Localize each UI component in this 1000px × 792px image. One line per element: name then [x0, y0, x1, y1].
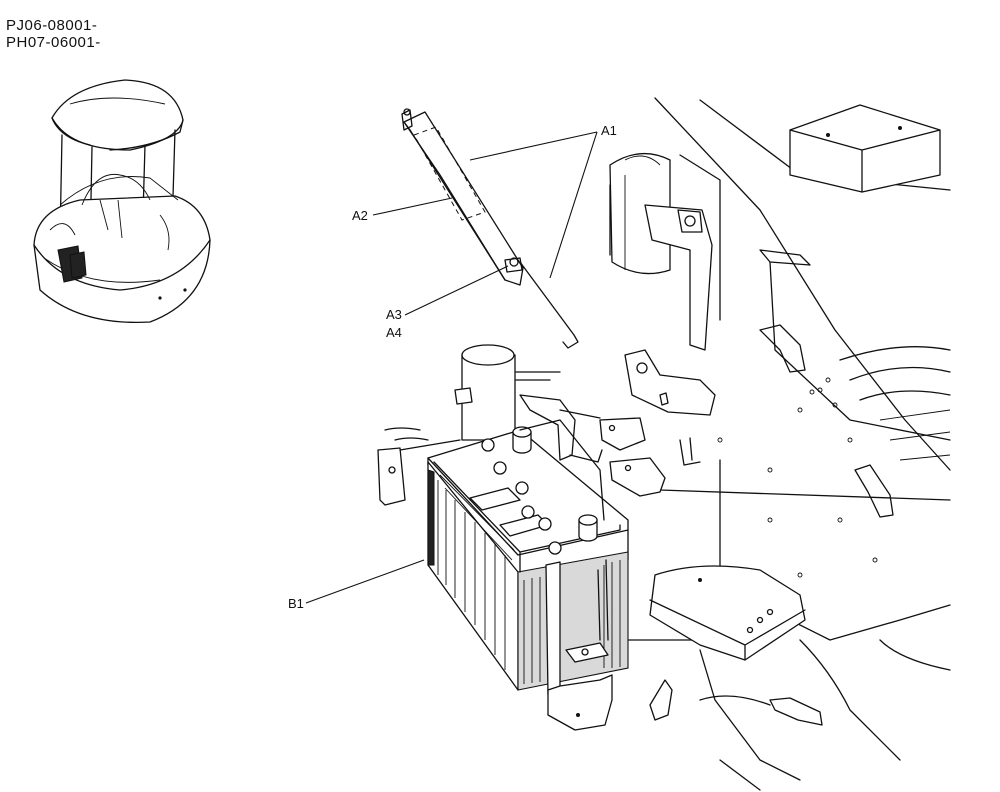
callout-leader-lines [305, 131, 598, 604]
machine-canopy [51, 79, 184, 251]
callout-a2: A2 [352, 208, 368, 223]
callout-a1: A1 [601, 123, 617, 138]
callout-b1: B1 [288, 596, 304, 611]
callout-a4: A4 [386, 325, 402, 340]
battery-mounting-brackets [599, 349, 806, 661]
battery-hold-down-bracket [545, 559, 613, 731]
serial-range-2: PH07-06001- [6, 34, 101, 51]
serial-range-1: PJ06-08001- [6, 17, 98, 34]
battery-hold-down-rod [401, 108, 579, 349]
machine-frame [599, 97, 951, 791]
callout-a3: A3 [386, 307, 402, 322]
battery [427, 419, 629, 691]
machine-body [33, 173, 211, 324]
hydraulic-tank-cylinder [377, 344, 603, 506]
